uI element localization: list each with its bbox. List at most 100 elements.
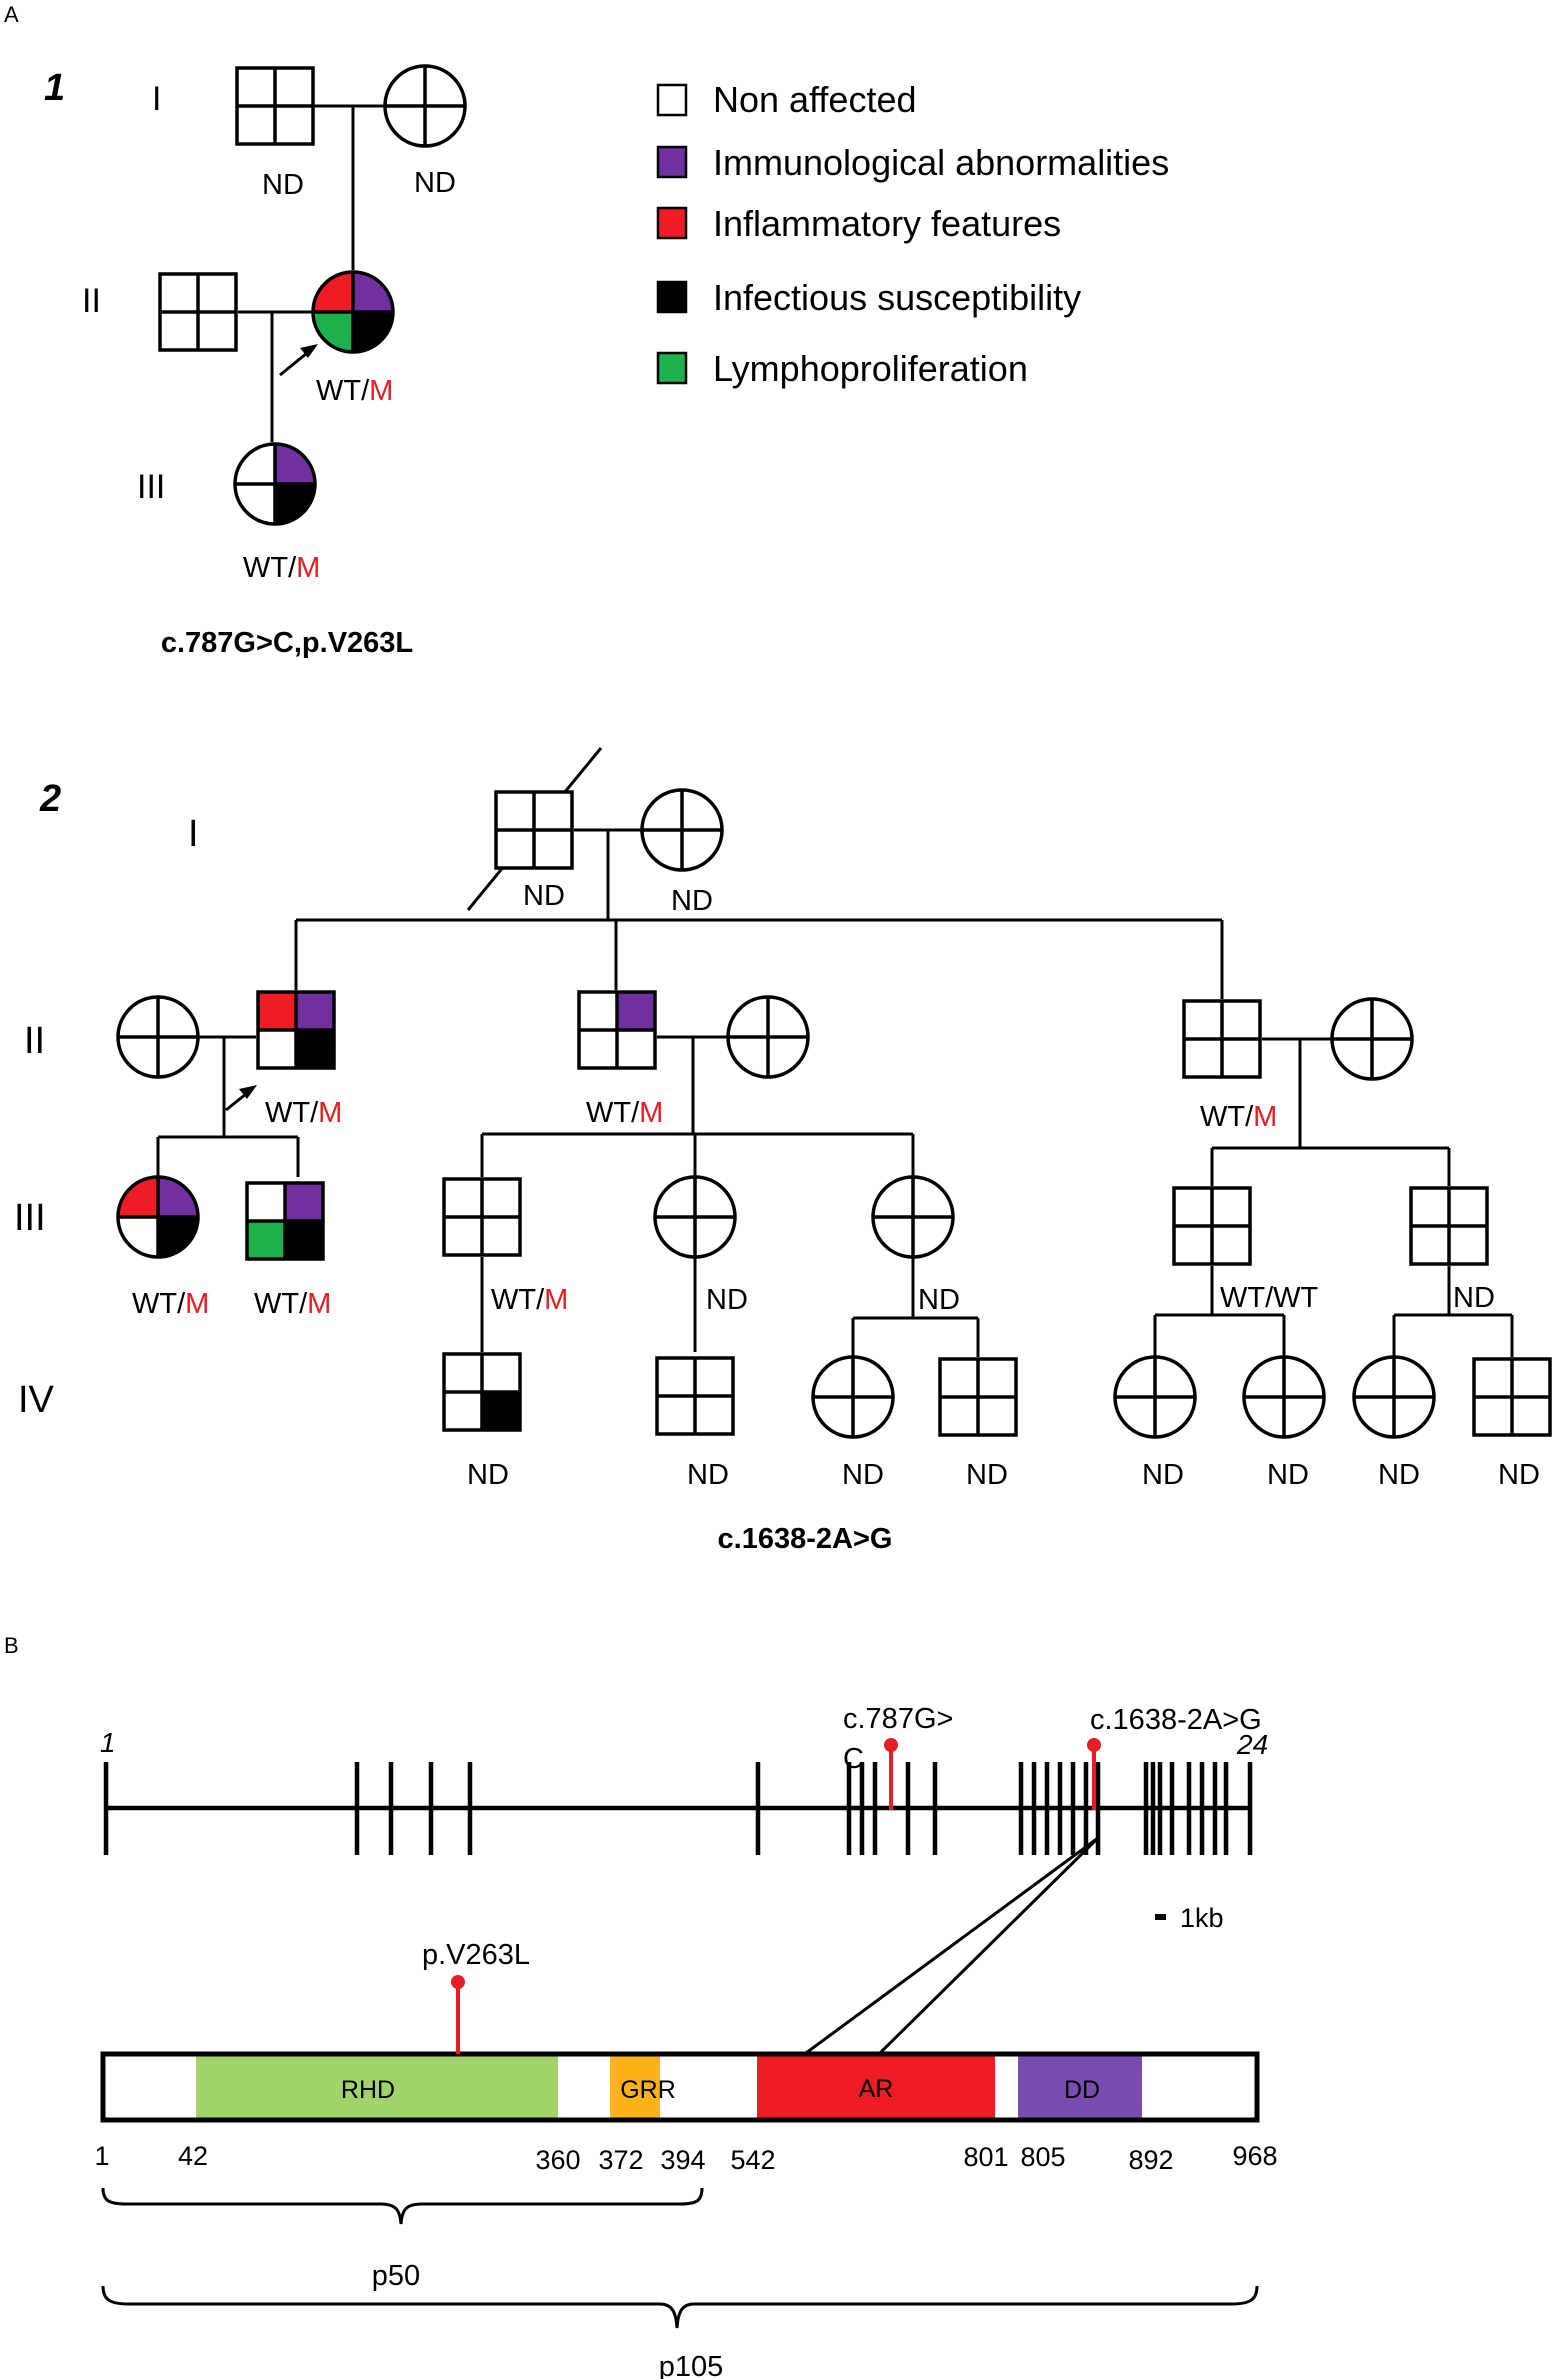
gene-structure: 1 24 c.787G> C c.1638-2A>G 1kb bbox=[100, 1703, 1268, 2055]
protein-mutation-head bbox=[451, 1975, 465, 1989]
legend-label-2: Inflammatory features bbox=[713, 203, 1061, 244]
p2-generation-II: II bbox=[24, 1020, 45, 1062]
legend-swatch-4 bbox=[656, 351, 688, 385]
legend-label-0: Non affected bbox=[713, 79, 916, 120]
p1-generation-II: II bbox=[82, 282, 101, 320]
p2-I-1-label: ND bbox=[523, 880, 565, 912]
legend: Non affected Immunological abnormalities… bbox=[656, 79, 1169, 389]
gene-mutation-1-head bbox=[884, 1738, 898, 1752]
p2-IV-1-label: ND bbox=[467, 1459, 509, 1491]
p2-III-5-symbol bbox=[871, 1175, 955, 1259]
pedigree-1-number: 1 bbox=[44, 67, 65, 109]
p1-I-1-label: ND bbox=[262, 169, 304, 201]
panel-label-b: B bbox=[4, 1633, 19, 1658]
p2-II-2-symbol bbox=[256, 990, 336, 1070]
p105-bracket bbox=[101, 2285, 1259, 2329]
p2-III-2-quadrant-3 bbox=[285, 1221, 323, 1259]
position-label-1: 42 bbox=[178, 2141, 208, 2171]
position-label-2: 360 bbox=[535, 2145, 580, 2175]
pedigree-2-number: 2 bbox=[39, 778, 61, 820]
position-label-0: 1 bbox=[94, 2141, 109, 2171]
p2-IV-5-symbol bbox=[1113, 1355, 1197, 1439]
p50-bracket bbox=[101, 2187, 704, 2225]
gene-mutation-1-label-wrap: C bbox=[843, 1743, 864, 1775]
legend-label-4: Lymphoproliferation bbox=[713, 348, 1028, 389]
p2-IV-4-symbol bbox=[938, 1357, 1018, 1437]
domain-rhd bbox=[196, 2054, 558, 2120]
domain-grr-label: GRR bbox=[620, 2076, 676, 2104]
position-label-6: 801 bbox=[963, 2142, 1008, 2172]
p2-II-2-quadrant-1 bbox=[296, 992, 334, 1030]
p105-label: p105 bbox=[659, 2351, 724, 2379]
p2-IV-7-label: ND bbox=[1378, 1459, 1420, 1491]
p2-III-2-quadrant-1 bbox=[285, 1183, 323, 1221]
domain-dd bbox=[1018, 2054, 1142, 2120]
p1-II-2-symbol bbox=[311, 270, 395, 354]
p2-III-1-label: WT/M bbox=[132, 1288, 209, 1320]
p2-III-6-symbol bbox=[1172, 1186, 1252, 1266]
p1-generation-I: I bbox=[152, 80, 161, 118]
p2-III-1-symbol bbox=[116, 1175, 200, 1259]
legend-swatch-0 bbox=[656, 83, 688, 117]
protein-bar-outline bbox=[100, 2051, 1260, 2123]
p2-III-6-label: WT/WT bbox=[1220, 1282, 1319, 1314]
p1-I-2-symbol bbox=[383, 64, 467, 148]
p2-II-2-label: WT/M bbox=[265, 1097, 342, 1129]
p2-IV-1-symbol bbox=[442, 1352, 522, 1432]
p2-III-5-label: ND bbox=[918, 1284, 960, 1316]
p1-II-2-quadrant-1 bbox=[353, 272, 393, 312]
gene-mutation-1-label: c.787G> bbox=[843, 1703, 953, 1735]
p2-IV-4-label: ND bbox=[966, 1459, 1008, 1491]
p1-III-1-label: WT/M bbox=[243, 552, 320, 584]
p2-IV-6-label: ND bbox=[1267, 1459, 1309, 1491]
p2-IV-8-symbol bbox=[1472, 1357, 1552, 1437]
p2-II-3-symbol bbox=[577, 990, 657, 1070]
p2-III-7-label: ND bbox=[1453, 1282, 1495, 1314]
p2-IV-3-symbol bbox=[811, 1355, 895, 1439]
exon-last-label: 24 bbox=[1236, 1729, 1268, 1760]
p2-III-1-quadrant-0 bbox=[118, 1177, 158, 1217]
p1-proband-arrowhead bbox=[300, 344, 318, 358]
p2-IV-1-quadrant-3 bbox=[482, 1392, 520, 1430]
exon-first-label: 1 bbox=[100, 1727, 116, 1758]
position-label-3: 372 bbox=[598, 2145, 643, 2175]
p2-II-3-label: WT/M bbox=[586, 1097, 663, 1129]
legend-label-3: Infectious susceptibility bbox=[713, 277, 1081, 318]
p2-III-7-symbol bbox=[1409, 1186, 1489, 1266]
scale-bar bbox=[1155, 1914, 1166, 1920]
p2-II-2-quadrant-0 bbox=[258, 992, 296, 1030]
p2-IV-2-label: ND bbox=[687, 1459, 729, 1491]
domain-ar-label: AR bbox=[859, 2075, 894, 2103]
p2-III-2-label: WT/M bbox=[254, 1288, 331, 1320]
p1-II-2-quadrant-2 bbox=[313, 312, 353, 352]
legend-swatch-1 bbox=[656, 145, 688, 179]
p1-II-2-label: WT/M bbox=[316, 375, 393, 407]
p2-IV-3-label: ND bbox=[842, 1459, 884, 1491]
p1-III-1-quadrant-1 bbox=[275, 444, 315, 484]
legend-swatch-2 bbox=[656, 206, 688, 240]
p2-II-5-label: WT/M bbox=[1200, 1101, 1277, 1133]
pedigree-1: 1 I II III ND ND WT/M WT/M c.787G>C,p.V2… bbox=[44, 64, 467, 659]
p2-III-4-symbol bbox=[653, 1175, 737, 1259]
p2-III-3-label: WT/M bbox=[491, 1284, 568, 1316]
p50-label: p50 bbox=[372, 2260, 420, 2292]
protein-mutation-label: p.V263L bbox=[422, 1939, 530, 1971]
p1-III-1-symbol bbox=[233, 442, 317, 526]
p2-generation-III: III bbox=[14, 1197, 46, 1239]
p2-mutation-label: c.1638-2A>G bbox=[718, 1523, 893, 1555]
p1-mutation-label: c.787G>C,p.V263L bbox=[161, 627, 413, 659]
domain-ar bbox=[757, 2054, 995, 2120]
p2-IV-7-symbol bbox=[1352, 1355, 1436, 1439]
p2-III-1-quadrant-3 bbox=[158, 1217, 198, 1257]
p1-II-1-symbol bbox=[158, 272, 238, 352]
p1-II-2-quadrant-0 bbox=[313, 272, 353, 312]
p2-II-6-symbol bbox=[1330, 997, 1414, 1081]
position-label-4: 394 bbox=[660, 2145, 705, 2175]
position-label-5: 542 bbox=[730, 2145, 775, 2175]
p1-I-2-label: ND bbox=[414, 167, 456, 199]
position-label-7: 805 bbox=[1020, 2142, 1065, 2172]
p2-IV-5-label: ND bbox=[1142, 1459, 1184, 1491]
domain-rhd-label: RHD bbox=[341, 2076, 395, 2104]
p2-III-2-symbol bbox=[245, 1181, 325, 1261]
